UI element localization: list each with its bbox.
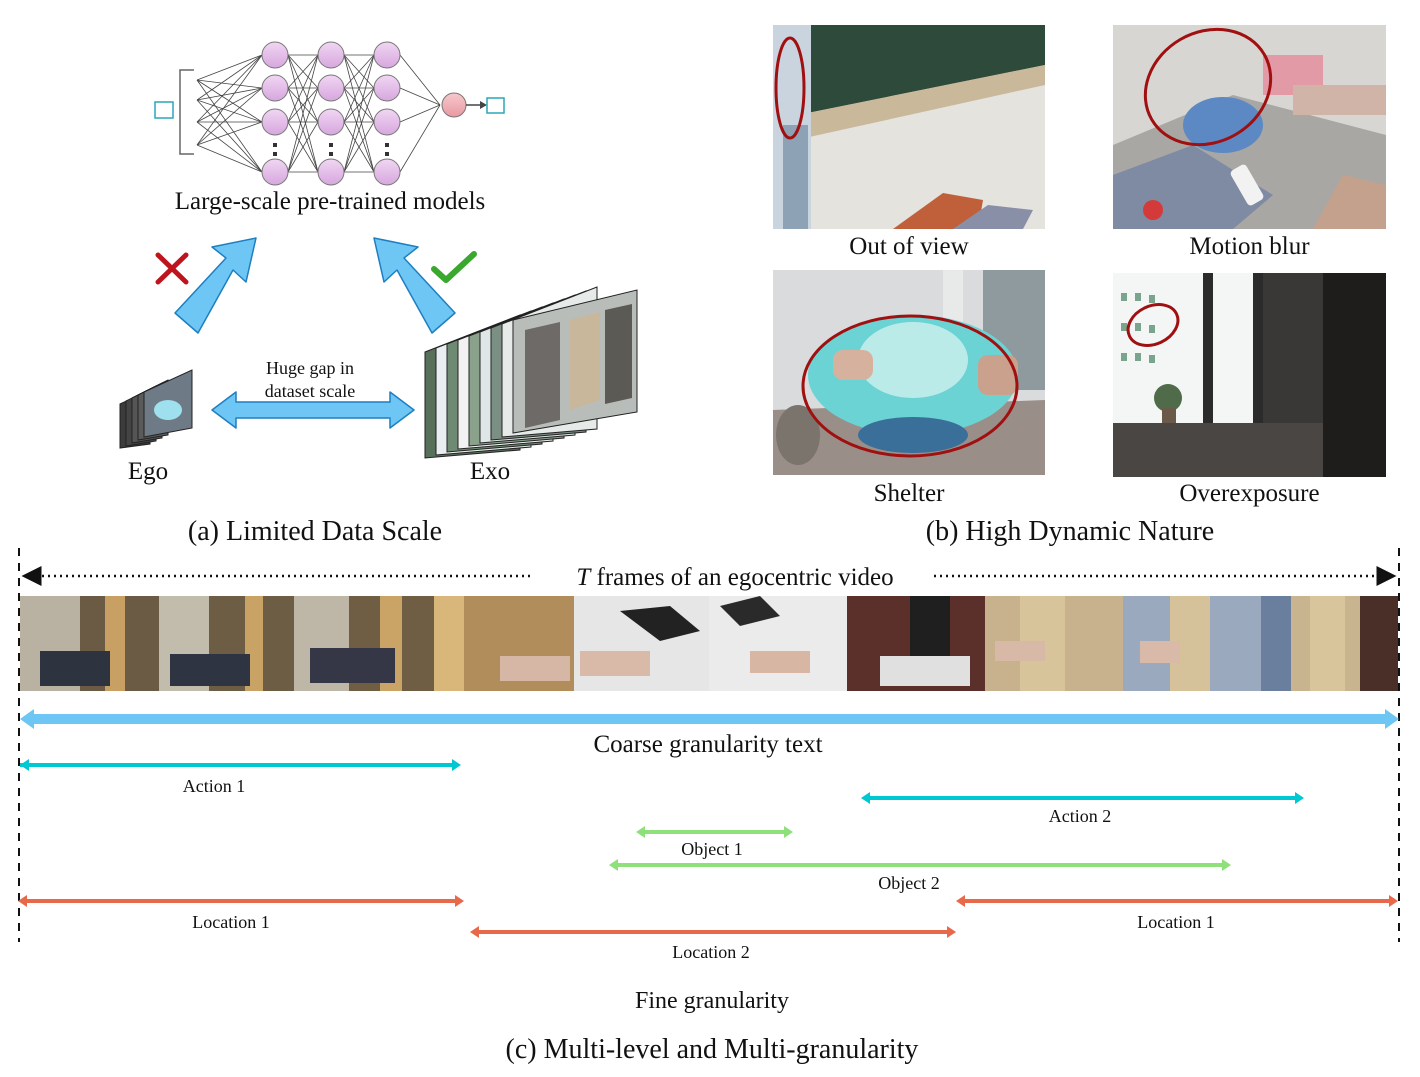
cross-icon [155,252,189,285]
panel-a-graphic [119,41,638,459]
shelter-image [773,270,1045,475]
motion-blur-label: Motion blur [1189,233,1310,260]
location-1-left-arrow [18,895,464,907]
ego-to-model-arrow [174,237,257,334]
coarse-granularity-label: Coarse granularity text [593,731,823,758]
frame-4 [434,596,574,691]
exo-frame-stack [424,286,638,459]
timeline-rest: frames of an egocentric video [590,564,894,591]
action-1-arrow [20,759,461,771]
neural-network-icon [154,41,505,186]
location-2-label: Location 2 [672,942,750,962]
object-1-label: Object 1 [681,839,743,859]
gap-label-line2: dataset scale [264,381,356,401]
frame-5 [574,596,709,691]
location-2-arrow [470,926,956,938]
action-2-label: Action 2 [1048,806,1112,826]
check-icon [431,251,477,283]
frame-1 [20,596,159,691]
location-1-right-label: Location 1 [1137,912,1215,932]
frame-10 [1261,596,1398,691]
action-2-arrow [861,792,1304,804]
overexposure-image [1113,273,1386,477]
panel-c-graphic [18,548,1400,942]
frame-2 [159,596,294,691]
object-1-arrow [636,826,793,838]
frame-6 [709,596,847,691]
dataset-gap-arrow [211,391,415,429]
frame-7 [847,596,985,691]
panel-b-caption: (b) High Dynamic Nature [925,516,1215,547]
timeline-label: T frames of an egocentric video [530,564,940,592]
location-1-right-arrow [956,895,1398,907]
span-arrows [18,709,1399,938]
location-1-left-label: Location 1 [192,912,270,932]
action-1-label: Action 1 [182,776,246,796]
gap-label-line1: Huge gap in [266,358,354,378]
frame-3 [294,596,434,691]
timeline-t: T [576,564,591,591]
object-2-label: Object 2 [878,873,940,893]
model-label: Large-scale pre-trained models [174,188,486,215]
motion-blur-image [1113,25,1386,229]
object-2-arrow [609,859,1231,871]
panel-a-caption: (a) Limited Data Scale [187,516,443,547]
shelter-label: Shelter [873,480,945,507]
overexposure-label: Overexposure [1179,480,1320,507]
ego-label: Ego [127,458,169,485]
fine-granularity-label: Fine granularity [635,988,789,1014]
out-of-view-label: Out of view [849,233,969,260]
frame-9 [1123,596,1261,691]
out-of-view-image [773,25,1045,229]
panel-c-caption: (c) Multi-level and Multi-granularity [505,1034,919,1065]
exo-label: Exo [469,458,511,485]
ego-frame-stack [119,369,193,449]
exo-to-model-arrow [373,237,456,334]
video-frame-strip [20,596,1398,691]
frame-8 [985,596,1123,691]
coarse-span-arrow [20,709,1399,729]
